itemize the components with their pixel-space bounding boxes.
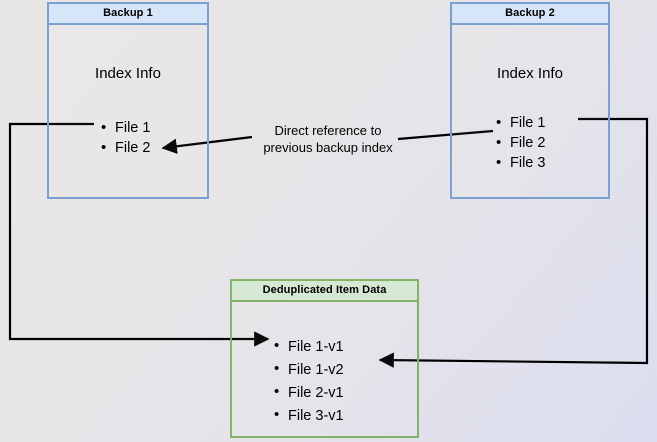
backup1-file-list: File 1 File 2 xyxy=(101,118,150,158)
list-item[interactable]: File 1 xyxy=(496,113,545,133)
list-item[interactable]: File 3-v1 xyxy=(274,405,344,428)
list-item[interactable]: File 2 xyxy=(496,133,545,153)
backup2-file-list: File 1 File 2 File 3 xyxy=(496,113,545,173)
list-item[interactable]: File 2 xyxy=(101,138,150,158)
direct-reference-line-2: previous backup index xyxy=(263,140,393,155)
dedup-body: File 1-v1 File 1-v2 File 2-v1 File 3-v1 xyxy=(232,302,417,436)
list-item[interactable]: File 1-v1 xyxy=(274,336,344,359)
backup1-header: Backup 1 xyxy=(49,4,207,25)
backup1-index-info-label: Index Info xyxy=(95,65,161,82)
backup1-body: Index Info File 1 File 2 xyxy=(49,25,207,197)
dedup-header: Deduplicated Item Data xyxy=(232,281,417,302)
backup2-box[interactable]: Backup 2 Index Info File 1 File 2 File 3 xyxy=(450,2,610,199)
list-item[interactable]: File 1-v2 xyxy=(274,359,344,382)
dedup-box[interactable]: Deduplicated Item Data File 1-v1 File 1-… xyxy=(230,279,419,438)
backup2-body: Index Info File 1 File 2 File 3 xyxy=(452,25,608,197)
direct-reference-line-1: Direct reference to xyxy=(274,123,382,138)
list-item[interactable]: File 2-v1 xyxy=(274,382,344,405)
backup2-index-info-label: Index Info xyxy=(497,65,563,82)
dedup-item-list: File 1-v1 File 1-v2 File 2-v1 File 3-v1 xyxy=(274,336,344,428)
list-item[interactable]: File 1 xyxy=(101,118,150,138)
backup1-box[interactable]: Backup 1 Index Info File 1 File 2 xyxy=(47,2,209,199)
direct-reference-annotation: Direct reference to previous backup inde… xyxy=(248,122,408,156)
backup2-header: Backup 2 xyxy=(452,4,608,25)
list-item[interactable]: File 3 xyxy=(496,153,545,173)
